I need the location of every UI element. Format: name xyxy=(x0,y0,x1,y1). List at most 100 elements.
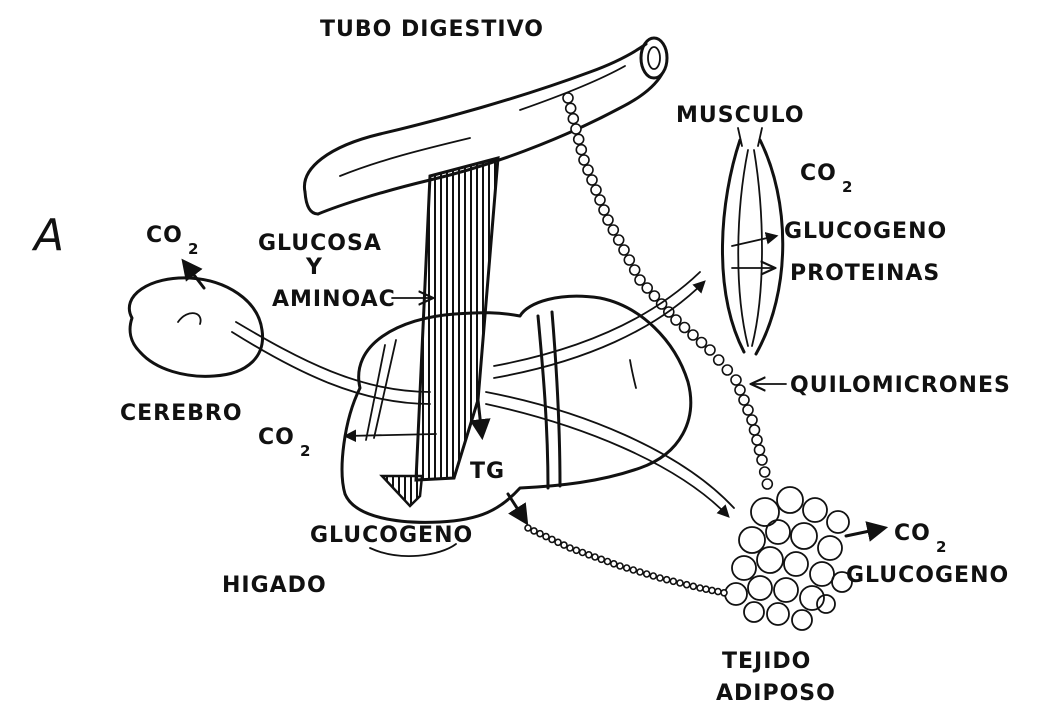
chylomicron-bead xyxy=(587,175,597,185)
chylomicron-bead xyxy=(747,415,757,425)
label-glucogeno-adiposo: GLUCOGENO xyxy=(846,563,1009,588)
triglyceride-bead xyxy=(537,531,543,537)
label-aminoac: AMINOAC xyxy=(272,287,396,312)
triglyceride-bead xyxy=(670,578,676,584)
triglyceride-bead xyxy=(586,552,592,558)
triglyceride-bead xyxy=(715,589,721,595)
chylomicron-bead xyxy=(735,385,745,395)
label-tg: TG xyxy=(470,459,505,484)
chylomicron-bead xyxy=(563,93,573,103)
chylomicron-bead xyxy=(680,323,690,333)
triglyceride-bead xyxy=(721,590,727,596)
triglyceride-bead xyxy=(605,559,611,565)
brain-co2-arrow xyxy=(184,262,204,288)
triglyceride-bead xyxy=(580,550,586,556)
co2-brain-base: CO xyxy=(146,223,183,248)
tg-arrow xyxy=(508,494,526,522)
triglyceride-bead xyxy=(637,569,643,575)
label-glucosa: GLUCOSA xyxy=(258,231,382,256)
chylomicron-bead xyxy=(608,225,618,235)
chylomicron-bead xyxy=(731,375,741,385)
chylomicron-bead xyxy=(722,365,732,375)
chylomicron-bead xyxy=(760,467,770,477)
triglyceride-bead xyxy=(703,586,709,592)
adipose-co2-arrow xyxy=(846,528,884,536)
chylomicron-bead xyxy=(576,145,586,155)
chylomicron-bead xyxy=(571,124,581,134)
label-proteinas: PROTEINAS xyxy=(790,261,940,286)
chylomicron-bead xyxy=(595,195,605,205)
co2-adipose-base: CO xyxy=(894,521,931,546)
glucose-aminoacid-vessel xyxy=(382,158,498,506)
chylomicron-bead xyxy=(688,330,698,340)
triglyceride-bead xyxy=(677,580,683,586)
adipose-tissue-cluster xyxy=(725,487,852,630)
triglyceride-bead xyxy=(624,565,630,571)
chylomicron-bead xyxy=(750,425,760,435)
co2-liver: CO 2 xyxy=(258,425,311,460)
chylomicron-bead xyxy=(743,405,753,415)
chylomicron-bead xyxy=(603,215,613,225)
chylomicron-bead xyxy=(714,355,724,365)
triglyceride-bead xyxy=(709,587,715,593)
triglyceride-bead xyxy=(697,585,703,591)
co2-adipose: CO 2 xyxy=(894,521,947,556)
chylomicron-bead xyxy=(739,395,749,405)
label-musculo: MUSCULO xyxy=(676,103,805,128)
flow-to-muscle xyxy=(494,272,704,378)
triglyceride-bead xyxy=(630,567,636,573)
triglyceride-bead xyxy=(573,547,579,553)
chylomicron-bead xyxy=(671,315,681,325)
chylomicron-bead xyxy=(566,103,576,113)
chylomicron-bead xyxy=(599,205,609,215)
label-quilomicrones: QUILOMICRONES xyxy=(790,373,1011,398)
co2-brain-sub: 2 xyxy=(188,240,199,258)
triglyceride-bead xyxy=(684,582,690,588)
triglyceride-bead xyxy=(592,554,598,560)
triglyceride-bead xyxy=(543,534,549,540)
chylomicron-bead xyxy=(624,255,634,265)
triglyceride-bead xyxy=(644,571,650,577)
chylomicron-bead xyxy=(619,245,629,255)
chylomicron-bead xyxy=(757,455,767,465)
triglyceride-bead xyxy=(664,577,670,583)
label-glucogeno-musculo: GLUCOGENO xyxy=(784,219,947,244)
co2-liver-sub: 2 xyxy=(300,442,311,460)
label-glucogeno-higado: GLUCOGENO xyxy=(310,523,473,548)
chylomicron-bead xyxy=(579,155,589,165)
co2-muscle: CO 2 xyxy=(800,161,853,196)
chylomicron-bead xyxy=(642,283,652,293)
chylomicron-bead xyxy=(752,435,762,445)
chylomicron-chain xyxy=(563,93,772,489)
chylomicron-bead xyxy=(635,275,645,285)
triglyceride-bead xyxy=(657,575,663,581)
flow-to-adipose xyxy=(486,392,734,516)
triglyceride-chain xyxy=(525,525,727,596)
triglyceride-bead xyxy=(650,573,656,579)
panel-letter: A xyxy=(31,210,64,261)
chylomicron-bead xyxy=(630,265,640,275)
label-tubo-digestivo: TUBO DIGESTIVO xyxy=(320,17,544,42)
label-tejido: TEJIDO xyxy=(722,649,811,674)
triglyceride-bead xyxy=(531,528,537,534)
chylomicron-bead xyxy=(574,134,584,144)
chylomicron-bead xyxy=(762,479,772,489)
co2-muscle-sub: 2 xyxy=(842,178,853,196)
chylomicron-bead xyxy=(591,185,601,195)
triglyceride-bead xyxy=(617,563,623,569)
triglyceride-bead xyxy=(525,525,531,531)
chylomicron-bead xyxy=(614,235,624,245)
triglyceride-bead xyxy=(567,545,573,551)
label-higado: HIGADO xyxy=(222,573,327,598)
label-adiposo: ADIPOSO xyxy=(716,681,836,706)
triglyceride-bead xyxy=(611,561,617,567)
co2-adipose-sub: 2 xyxy=(936,538,947,556)
triglyceride-bead xyxy=(598,556,604,562)
triglyceride-bead xyxy=(549,536,555,542)
chylomicron-bead xyxy=(649,291,659,301)
chylomicron-bead xyxy=(705,345,715,355)
co2-muscle-base: CO xyxy=(800,161,837,186)
chylomicron-bead xyxy=(583,165,593,175)
brain-shape xyxy=(129,278,262,376)
